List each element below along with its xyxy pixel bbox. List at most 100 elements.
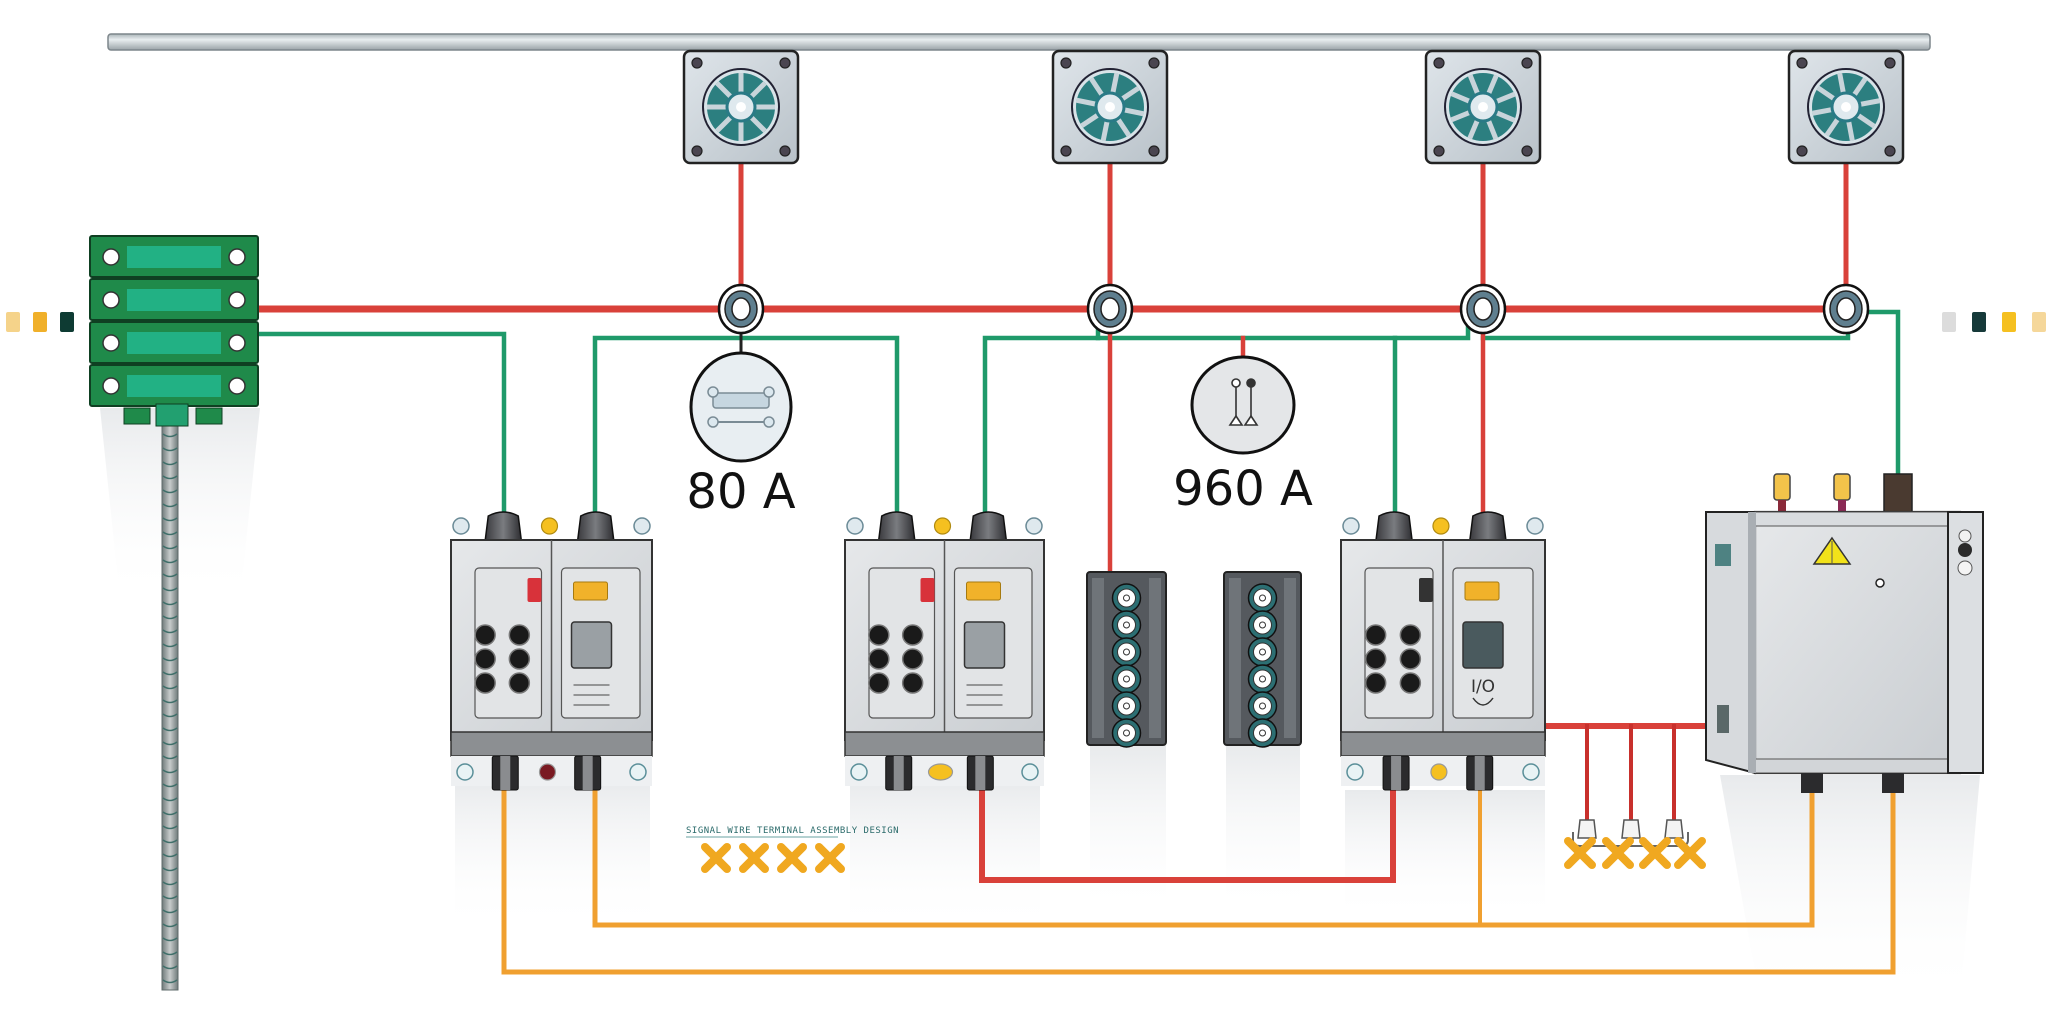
fan-3[interactable]	[1424, 49, 1542, 165]
terminal-socket[interactable]	[901, 672, 924, 694]
terminal-socket[interactable]	[1399, 672, 1422, 694]
junction-ring	[1822, 283, 1870, 335]
screw-icon	[228, 291, 246, 309]
terminal-socket[interactable]	[868, 624, 890, 646]
junction-ring	[1459, 283, 1507, 335]
breaker-unit-3[interactable]: I/O	[1340, 511, 1546, 791]
terminal-socket[interactable]	[474, 672, 496, 694]
status-led	[1432, 517, 1450, 535]
indicator-light	[452, 517, 470, 535]
ammeter-bridge-icon	[707, 386, 775, 428]
indicator-light	[846, 517, 864, 535]
terminal-socket[interactable]	[901, 648, 924, 670]
cross-marker-icon	[1564, 837, 1596, 869]
fan-4[interactable]	[1787, 49, 1905, 165]
breaker-knob[interactable]	[877, 511, 916, 541]
terminal-socket[interactable]	[1364, 648, 1387, 670]
legend-caption: SIGNAL WIRE TERMINAL ASSEMBLY DESIGN	[686, 826, 899, 836]
drop-shadows	[100, 408, 1980, 1000]
keypad-icon[interactable]	[570, 621, 613, 669]
screw-icon	[102, 334, 120, 352]
trip-indicator	[1419, 578, 1433, 602]
enclosure-label-icon	[1715, 544, 1731, 733]
left-swatches	[6, 312, 74, 332]
breaker-knob[interactable]	[576, 511, 615, 541]
terminal-socket[interactable]	[901, 624, 924, 646]
crimp-connector	[1577, 819, 1597, 839]
neutral-wire	[1480, 322, 1851, 341]
fan-icon	[1807, 68, 1885, 146]
terminal-socket[interactable]	[508, 672, 531, 694]
trip-indicator	[527, 578, 542, 602]
mounting-rail	[107, 33, 1931, 51]
ground-rod	[161, 409, 179, 991]
screw-icon	[228, 334, 246, 352]
cross-marker-icon	[739, 843, 769, 873]
screw-icon	[102, 291, 120, 309]
ammeter-1-reading: 80 A	[686, 464, 795, 520]
terminal-strip-2[interactable]	[1223, 571, 1302, 748]
screw-icon	[102, 377, 120, 395]
ammeter-1[interactable]: 80 A	[686, 351, 796, 520]
keypad-icon[interactable]	[1462, 621, 1504, 669]
terminal-socket[interactable]	[508, 624, 531, 646]
screw-icon	[228, 377, 246, 395]
legend: SIGNAL WIRE TERMINAL ASSEMBLY DESIGN	[686, 826, 899, 873]
screw-icon	[1433, 57, 1445, 69]
terminal-socket[interactable]	[868, 648, 890, 670]
enclosure-bottom-glands	[1801, 773, 1904, 793]
breaker-knob[interactable]	[1375, 511, 1413, 541]
breaker-unit-2[interactable]	[844, 511, 1045, 791]
status-led	[933, 517, 952, 535]
fan-1[interactable]	[682, 49, 800, 165]
right-swatches	[1942, 312, 2046, 332]
terminal-block[interactable]	[89, 235, 259, 427]
screw-icon	[1148, 145, 1160, 157]
ammeter-2-reading: 960 A	[1173, 461, 1313, 517]
color-swatch	[1942, 312, 1956, 332]
fan-2[interactable]	[1051, 49, 1169, 165]
indicator-light	[633, 517, 651, 535]
terminal-socket[interactable]	[1364, 672, 1387, 694]
status-led	[540, 517, 559, 535]
breaker-knob[interactable]	[484, 511, 523, 541]
enclosure-lock[interactable]	[1875, 578, 1885, 588]
screw-icon	[779, 57, 791, 69]
ammeter-probe-icon	[1228, 378, 1259, 426]
low-voltage-wire	[501, 777, 1896, 975]
screw-icon	[1521, 57, 1533, 69]
neutral-wire	[255, 331, 507, 518]
screw-icon	[1884, 57, 1896, 69]
screw-icon	[691, 57, 703, 69]
ammeter-2[interactable]: 960 A	[1173, 355, 1313, 517]
indicator-light	[1025, 517, 1043, 535]
terminal-socket[interactable]	[868, 672, 890, 694]
screw-icon	[1433, 145, 1445, 157]
cross-marker-icon	[777, 843, 807, 873]
breaker-knob[interactable]	[969, 511, 1008, 541]
cross-marker-icon	[1674, 837, 1706, 869]
warning-triangle-icon	[1812, 536, 1852, 565]
rating-label	[966, 581, 1001, 601]
cross-marker-icon	[1602, 837, 1634, 869]
cross-marker-icon	[815, 843, 845, 873]
color-swatch	[6, 312, 20, 332]
neutral-wire	[982, 322, 1101, 518]
keypad-icon[interactable]	[963, 621, 1006, 669]
terminal-socket[interactable]	[508, 648, 531, 670]
main-enclosure[interactable]	[1705, 473, 1984, 793]
unit-panel-text: I/O	[1471, 677, 1495, 697]
color-swatch	[2032, 312, 2046, 332]
terminal-strip-1[interactable]	[1086, 571, 1167, 748]
breaker-unit-1[interactable]	[450, 511, 653, 791]
terminal-socket[interactable]	[1399, 624, 1422, 646]
terminal-socket[interactable]	[474, 648, 496, 670]
enclosure-side-controls[interactable]	[1957, 529, 1973, 576]
trip-indicator	[920, 578, 935, 602]
color-swatch	[60, 312, 74, 332]
terminal-socket[interactable]	[474, 624, 496, 646]
terminal-socket[interactable]	[1364, 624, 1387, 646]
breaker-knob[interactable]	[1469, 511, 1507, 541]
enclosure-top-connectors	[1773, 473, 1913, 513]
terminal-socket[interactable]	[1399, 648, 1422, 670]
